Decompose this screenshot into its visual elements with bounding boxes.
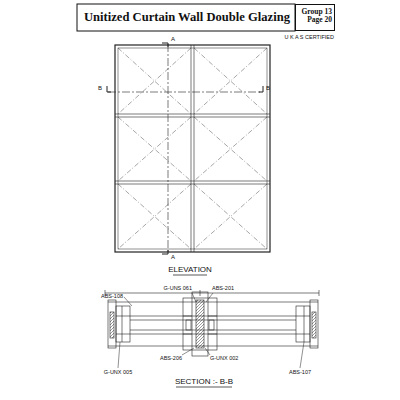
view-title: ELEVATION: [168, 266, 212, 275]
section-drawing: [105, 290, 319, 356]
view-title: SECTION :- B-B: [175, 378, 233, 387]
part-code: G-UNS 061: [164, 285, 192, 291]
group-page-text: Group 13 Page 20: [298, 8, 332, 24]
part-code: G-UNX 005: [104, 369, 132, 375]
section-mark: A: [171, 254, 175, 261]
part-code: G-UNX 002: [210, 355, 238, 361]
part-code: ABS-201: [212, 285, 234, 291]
certification-note: U K A S CERTIFIED: [285, 34, 334, 40]
leader-lines: [118, 293, 304, 368]
part-code: ABS-107: [289, 369, 311, 375]
elevation: [107, 43, 270, 254]
section-mark: B: [266, 85, 270, 92]
group-page-box: Group 13 Page 20: [295, 4, 335, 31]
sheet-title: Unitized Curtain Wall Double Glazing: [84, 10, 290, 25]
section-mark: A: [171, 36, 175, 43]
section-mark: B: [98, 85, 102, 92]
part-code: ABS-206: [160, 355, 182, 361]
title-frame: [77, 4, 295, 31]
part-code: ABS-108: [101, 293, 123, 299]
